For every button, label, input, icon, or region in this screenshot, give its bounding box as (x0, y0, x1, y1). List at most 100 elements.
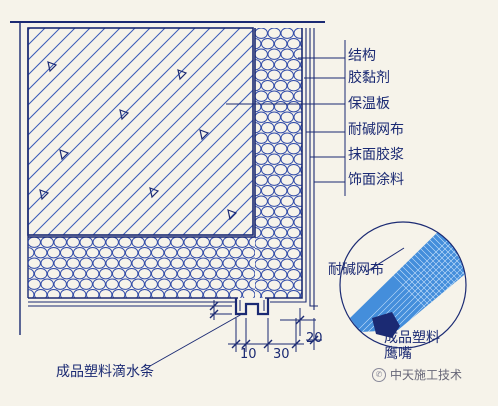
insulation-cell (261, 38, 275, 50)
insulation-cell (267, 237, 281, 249)
insulation-cell (15, 237, 27, 247)
insulation-cell (112, 289, 126, 298)
aggregate-mark (39, 189, 50, 201)
insulation-cell (293, 174, 302, 186)
insulation-cell (267, 258, 281, 270)
insulation-cell (144, 257, 158, 269)
mesh-line (405, 222, 466, 332)
insulation-cell (86, 247, 100, 259)
insulation-cell (261, 164, 275, 176)
insulation-cell (300, 81, 302, 90)
insulation-cell (183, 278, 197, 290)
mesh-leader (365, 247, 405, 273)
insulation-cell (255, 269, 262, 281)
drip-strip-inner (239, 300, 265, 311)
insulation-cell (177, 268, 191, 280)
insulation-cell (300, 207, 302, 216)
insulation-cell (274, 290, 288, 298)
insulation-cell (203, 289, 217, 298)
insulation-cell (79, 278, 93, 290)
insulation-cell (267, 153, 281, 165)
insulation-cell (255, 59, 262, 71)
insulation-cell (274, 58, 288, 71)
insulation-cell (59, 247, 74, 259)
insulation-cell (229, 289, 243, 298)
hatch-line (0, 28, 15, 235)
insulation-cell (280, 69, 294, 81)
insulation-cell (151, 268, 165, 280)
dimension-ticks (209, 301, 319, 349)
insulation-cell (255, 195, 268, 207)
insulation-cell (300, 291, 302, 298)
insulation-cell (40, 257, 54, 269)
aggregate-mark (227, 209, 238, 221)
insulation-cell (267, 111, 281, 123)
insulation-cell (28, 257, 41, 269)
insulation-cell (267, 216, 281, 228)
insulation-cell (164, 289, 178, 298)
layer-label-finish-coating: 饰面涂料 (348, 172, 404, 188)
drip-strip-label: 成品塑料滴水条 (56, 364, 154, 380)
insulation-cell (293, 153, 302, 165)
insulation-cell (255, 174, 268, 186)
insulation-cell (255, 164, 262, 176)
insulation-cell (300, 60, 302, 69)
insulation-cell (287, 58, 301, 71)
insulation-cell (73, 268, 87, 280)
insulation-cell (261, 227, 275, 239)
insulation-cell (267, 69, 281, 81)
insulation-cell (280, 111, 294, 123)
watermark: ✆ 中天施工技术 (372, 368, 462, 382)
insulation-cell (125, 247, 139, 259)
insulation-cell (164, 268, 178, 280)
insulation-cell (300, 144, 302, 153)
insulation-cell (287, 227, 301, 239)
hatch-line (28, 28, 211, 211)
insulation-cell (138, 268, 152, 280)
insulation-cell (255, 248, 262, 260)
insulation-cell (255, 101, 262, 113)
insulation-cell (255, 279, 268, 291)
insulation-cell (248, 278, 255, 290)
insulation-cell (170, 237, 184, 248)
insulation-cell (255, 258, 268, 270)
insulation-cell (203, 247, 217, 259)
insulation-cell (274, 101, 288, 113)
insulation-cell (112, 247, 126, 259)
aggregate-mark (119, 109, 130, 121)
insulation-cell (235, 237, 249, 248)
insulation-cell (255, 111, 268, 123)
insulation-cell (15, 258, 27, 268)
insulation-cell (235, 257, 249, 269)
insulation-cell (293, 132, 302, 144)
insulation-cell (274, 248, 288, 260)
insulation-cell (28, 278, 41, 290)
hatch-line (47, 29, 253, 235)
insulation-cell (274, 164, 288, 176)
mesh-line (411, 222, 466, 332)
insulation-cell (261, 58, 275, 71)
insulation-cell (287, 269, 301, 281)
insulation-cell (300, 186, 302, 195)
dimension-label-10: 10 (240, 347, 257, 362)
insulation-cell (287, 122, 301, 134)
dimension-label-30: 30 (273, 347, 290, 362)
drip-strip-profile (234, 298, 270, 316)
insulation-cell (280, 48, 294, 60)
insulation-cell (222, 257, 236, 269)
insulation-cell (125, 289, 139, 298)
insulation-cell (66, 237, 80, 248)
insulation-cell (293, 195, 302, 207)
insulation-cell (280, 174, 294, 186)
aggregate-mark (59, 149, 70, 161)
insulation-cell (157, 237, 171, 248)
insulation-cell (222, 237, 236, 248)
insulation-cell (47, 247, 61, 259)
finish-bottom-lines (28, 301, 236, 307)
insulation-cell (118, 237, 132, 248)
hatch-line (28, 28, 106, 106)
insulation-cell (92, 278, 106, 290)
hatch-line (28, 28, 121, 121)
insulation-cell (34, 289, 48, 298)
